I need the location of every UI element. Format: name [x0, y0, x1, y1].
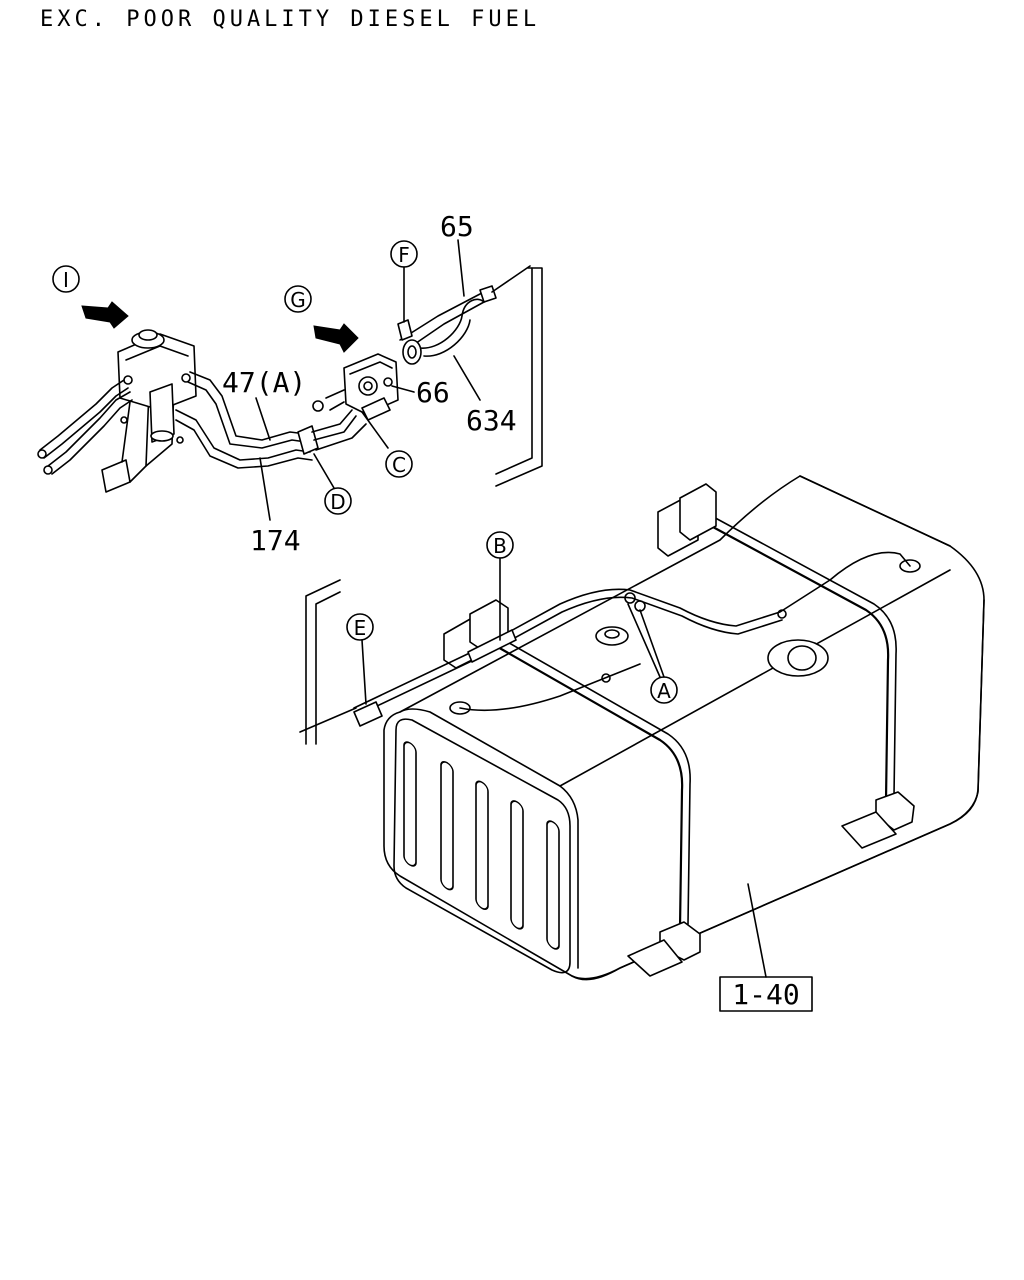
callout-d: D	[313, 453, 352, 515]
frame-line	[495, 267, 543, 487]
direction-arrow-icon	[81, 301, 129, 329]
callout-i-letter: I	[63, 268, 69, 292]
callout-a-letter: A	[657, 679, 671, 703]
callout-b: B	[486, 531, 514, 641]
callout-a: A	[627, 603, 678, 704]
callout-f: F	[390, 240, 418, 323]
diagram-title: EXC. POOR QUALITY DIESEL FUEL	[40, 7, 540, 32]
callout-b-letter: B	[493, 534, 507, 558]
part-number-66: 66	[416, 376, 450, 409]
reference-box[interactable]: 1-40	[719, 883, 813, 1012]
callout-d-letter: D	[330, 490, 345, 514]
part-number-47a: 47(A)	[222, 366, 306, 399]
frame-line	[305, 579, 341, 745]
callout-i: I	[52, 265, 80, 293]
reference-box-label: 1-40	[732, 978, 799, 1011]
part-number-634: 634	[466, 404, 517, 437]
callout-e: E	[346, 613, 374, 705]
part-number-174: 174	[250, 524, 301, 557]
callout-f-letter: F	[398, 243, 410, 267]
callout-c: C	[385, 450, 413, 478]
direction-arrow-icon	[313, 323, 359, 353]
pipe-joint-assembly	[297, 265, 531, 455]
callout-g: G	[284, 285, 312, 313]
callout-g-letter: G	[290, 288, 306, 312]
callout-c-letter: C	[392, 453, 406, 477]
fuel-filter-assembly	[37, 329, 313, 493]
callout-e-letter: E	[354, 616, 367, 640]
fuel-tank	[299, 475, 985, 981]
part-number-65: 65	[440, 210, 474, 243]
